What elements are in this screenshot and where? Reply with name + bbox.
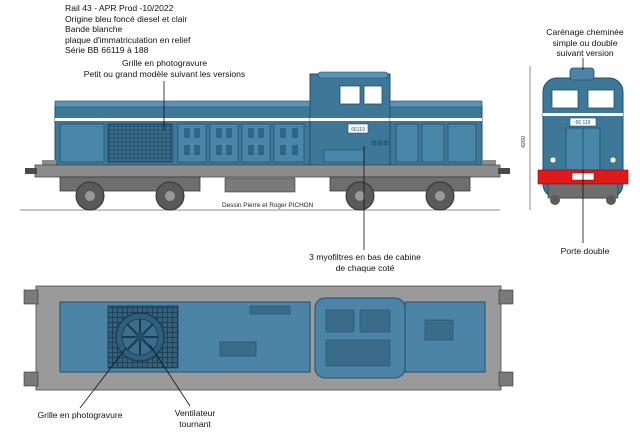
callout-grille-top: Grille en photogravure Petit ou grand mo… bbox=[62, 58, 267, 79]
front-plate-text: 66 119 bbox=[576, 120, 591, 126]
top-cab-panel-3 bbox=[325, 339, 391, 367]
callout-ventilateur-line-2: tournant bbox=[179, 418, 211, 429]
cab-window-2 bbox=[363, 85, 383, 105]
top-buffer-bl bbox=[23, 371, 39, 387]
front-view: 66 119 4260 bbox=[521, 58, 629, 243]
white-stripe-long bbox=[55, 118, 310, 121]
header-line-2: Origine bleu foncé diesel et clair bbox=[65, 13, 188, 24]
white-stripe-cab bbox=[310, 118, 390, 121]
callout-myofiltres-line-1: 3 myofiltres en bas de cabine bbox=[309, 252, 421, 262]
callout-grille-top-line-2: Petit ou grand modèle suivant les versio… bbox=[83, 68, 246, 79]
callout-ventilateur: Ventilateur tournant bbox=[160, 408, 230, 429]
callout-carenage-line-1: Carénage cheminée bbox=[546, 27, 624, 37]
top-view bbox=[23, 285, 514, 409]
callout-carenage-line-3: suivant version bbox=[556, 48, 614, 59]
front-wheel-left bbox=[550, 195, 560, 205]
front-plate bbox=[569, 117, 597, 127]
white-stripe-short bbox=[390, 118, 482, 121]
side-plate-text: 66119 bbox=[351, 127, 365, 133]
top-step bbox=[249, 305, 291, 315]
callout-ventilateur-line-1: Ventilateur bbox=[174, 408, 216, 418]
header-line-1: Rail 43 - APR Prod -10/2022 bbox=[65, 3, 174, 13]
header-line-3: Bande blanche bbox=[65, 24, 123, 35]
walkway-right bbox=[482, 160, 496, 168]
side-door-panels bbox=[59, 123, 305, 163]
side-louvres bbox=[184, 128, 298, 155]
top-buffer-tr bbox=[498, 289, 514, 305]
dimension-label: 4260 bbox=[521, 136, 527, 148]
cab-window-1 bbox=[339, 85, 361, 105]
frame bbox=[34, 164, 501, 178]
buffer-right bbox=[498, 168, 510, 174]
header-line-4: plaque d'immatriculation en relief bbox=[65, 34, 191, 45]
walkway-left bbox=[42, 160, 56, 168]
roof-fan bbox=[115, 312, 165, 362]
top-short-hood-hatch bbox=[424, 319, 454, 341]
callout-grille-bottom: Grille en photogravure bbox=[37, 410, 123, 420]
callout-myofiltres: 3 myofiltres en bas de cabine de chaque … bbox=[290, 252, 440, 273]
header-notes: Rail 43 - APR Prod -10/2022 Origine bleu… bbox=[65, 3, 190, 56]
side-view: 66119 bbox=[20, 71, 510, 250]
top-buffer-br bbox=[498, 371, 514, 387]
myofiltres bbox=[371, 140, 389, 146]
headlight-right bbox=[609, 156, 617, 164]
cab-lower-panel bbox=[323, 149, 365, 163]
chimney-fairing bbox=[569, 67, 595, 81]
top-cab-panel-2 bbox=[359, 309, 391, 333]
bogie-left bbox=[59, 176, 201, 211]
top-hatch bbox=[219, 341, 257, 357]
header-line-5: Série BB 66119 à 188 bbox=[65, 45, 149, 56]
top-cab-panel-1 bbox=[325, 309, 355, 333]
top-short-hood bbox=[404, 301, 486, 373]
front-wheel-right bbox=[606, 195, 616, 205]
callout-myofiltres-line-2: de chaque coté bbox=[335, 262, 395, 273]
front-window-right bbox=[587, 89, 615, 109]
side-plate bbox=[347, 123, 369, 134]
long-hood-roof bbox=[54, 100, 311, 108]
leader-ventilateur bbox=[149, 344, 191, 407]
callout-porte: Porte double bbox=[560, 246, 610, 256]
top-buffer-tl bbox=[23, 289, 39, 305]
callout-carenage: Carénage cheminée simple ou double suiva… bbox=[535, 27, 635, 59]
callout-grille-top-line-1: Grille en photogravure bbox=[121, 58, 208, 68]
short-hood-roof bbox=[389, 100, 483, 108]
short-hood-panels bbox=[395, 123, 477, 163]
headlight-left bbox=[549, 156, 557, 164]
callout-carenage-line-2: simple ou double bbox=[552, 37, 618, 48]
cab-roof bbox=[317, 71, 389, 79]
side-grille bbox=[107, 123, 173, 163]
buffer-left bbox=[25, 168, 37, 174]
front-white-stripe bbox=[543, 113, 623, 116]
leader-grille-bottom bbox=[79, 347, 127, 409]
drawing-credit: Dessin Pierre et Roger PICHON bbox=[222, 202, 314, 209]
front-window-left bbox=[551, 89, 579, 109]
fuel-tank bbox=[224, 177, 296, 193]
bogie-right bbox=[329, 176, 471, 211]
